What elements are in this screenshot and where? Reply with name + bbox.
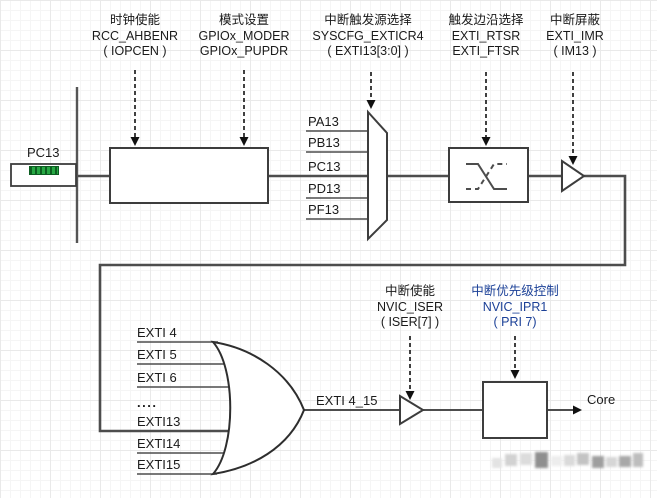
register-bits: ( EXTI13[3:0] )	[327, 44, 409, 58]
register-bits: GPIOx_PUPDR	[199, 44, 289, 58]
register-function: 中断屏蔽	[549, 13, 600, 27]
exti-source-mux	[367, 109, 388, 242]
register-name: GPIOx_MODER	[198, 28, 290, 43]
exti-input-wires	[137, 341, 234, 475]
mux-input-wires	[306, 130, 368, 220]
gpio-config-box	[109, 147, 269, 204]
edge-crossing-icon	[466, 163, 507, 190]
edge-detect-box	[448, 147, 529, 203]
green-watermark-badge	[29, 166, 59, 175]
register-function: 中断使能	[384, 284, 435, 298]
register-bits: EXTI_FTSR	[452, 44, 520, 58]
register-function: 时钟使能	[109, 13, 160, 27]
register-control-arrows	[130, 70, 578, 400]
register-label-trigger-edge: 触发边沿选择 EXTI_RTSR EXTI_FTSR	[406, 13, 566, 60]
register-label-nvic-priority: 中断优先级控制 NVIC_IPR1 ( PRI 7)	[435, 284, 595, 331]
register-bits: ( ISER[7] )	[380, 315, 440, 329]
exti-line-label-6: EXTI 6	[137, 370, 177, 385]
register-bits: ( PRI 7)	[493, 315, 537, 329]
register-label-nvic-enable: 中断使能 NVIC_ISER ( ISER[7] )	[330, 284, 490, 331]
mux-input-label-pf13: PF13	[308, 202, 340, 217]
main-signal-path	[76, 174, 627, 433]
register-name: SYSCFG_EXTICR4	[312, 28, 424, 43]
register-name: RCC_AHBENR	[91, 28, 179, 43]
or-output-label: EXTI 4_15	[316, 393, 378, 408]
register-bits: ( IOPCEN )	[103, 44, 167, 58]
mux-input-label-pc13: PC13	[308, 159, 341, 174]
interrupt-mask-buffer	[561, 159, 586, 193]
register-function: 中断触发源选择	[324, 13, 412, 27]
nvic-enable-buffer	[399, 394, 425, 426]
mux-input-label-pd13: PD13	[308, 181, 341, 196]
pc13-pin-box	[10, 163, 77, 187]
blurred-watermark	[492, 448, 648, 476]
register-function: 中断优先级控制	[471, 284, 559, 298]
exti-line-label-5: EXTI 5	[137, 347, 177, 362]
register-label-mode-setting: 模式设置 GPIOx_MODER GPIOx_PUPDR	[164, 13, 324, 60]
nvic-priority-box	[482, 381, 548, 439]
pc13-pin-label: PC13	[27, 145, 60, 160]
exti-line-label-4: EXTI 4	[137, 325, 177, 340]
register-name: EXTI_RTSR	[451, 28, 521, 43]
register-label-trigger-source: 中断触发源选择 SYSCFG_EXTICR4 ( EXTI13[3:0] )	[288, 13, 448, 60]
mux-input-label-pb13: PB13	[308, 135, 340, 150]
register-name: NVIC_IPR1	[482, 299, 548, 314]
exti-line-label-14: EXTI14	[137, 436, 181, 451]
exti-line-label-13: EXTI13	[137, 414, 181, 429]
register-label-clock-enable: 时钟使能 RCC_AHBENR ( IOPCEN )	[55, 13, 215, 60]
register-function: 触发边沿选择	[448, 13, 524, 27]
exti-line-label-15: EXTI15	[137, 457, 181, 472]
register-name: EXTI_IMR	[546, 28, 604, 43]
or-gate	[210, 340, 306, 476]
register-bits: ( IM13 )	[553, 44, 597, 58]
mux-input-label-pa13: PA13	[308, 114, 339, 129]
core-label: Core	[587, 392, 616, 407]
register-label-interrupt-mask: 中断屏蔽 EXTI_IMR ( IM13 )	[495, 13, 655, 60]
exti-line-ellipsis: ....	[137, 395, 158, 410]
register-function: 模式设置	[218, 13, 269, 27]
register-name: NVIC_ISER	[377, 299, 443, 314]
